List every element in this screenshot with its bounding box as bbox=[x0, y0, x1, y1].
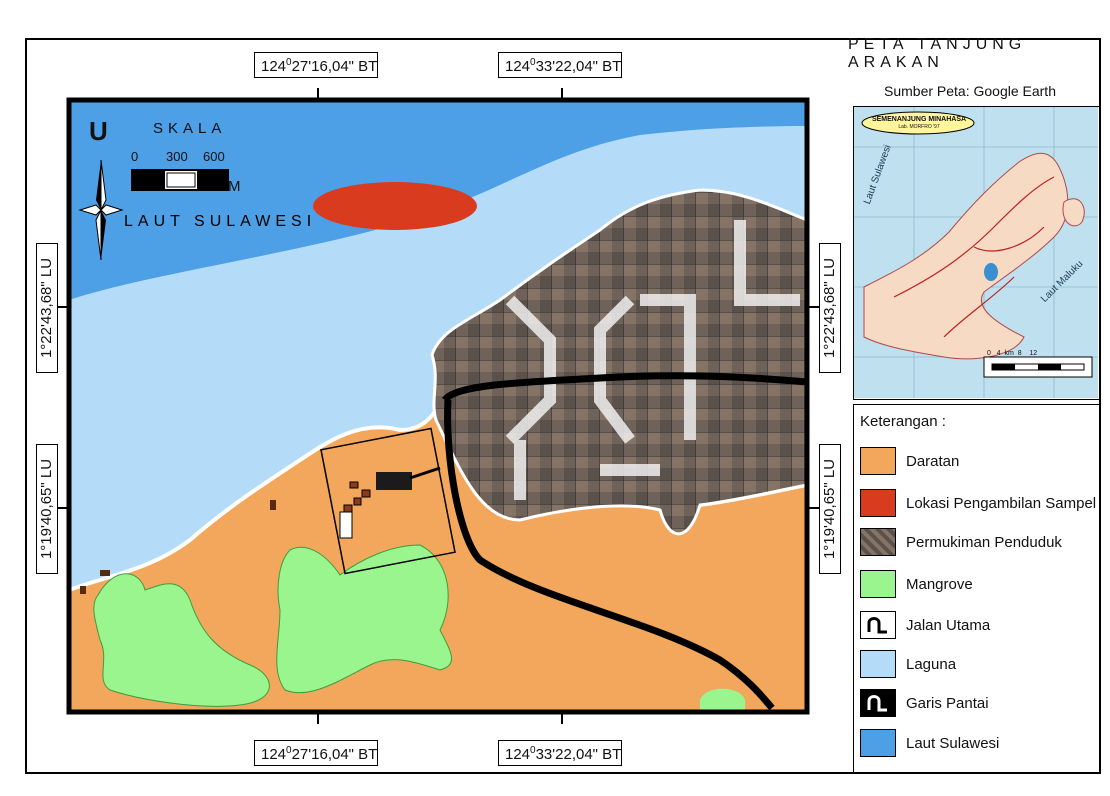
scale-title: SKALA bbox=[153, 120, 227, 137]
legend-item-garis-pantai: Garis Pantai bbox=[860, 687, 989, 719]
legend-label: Mangrove bbox=[906, 575, 973, 593]
village-block bbox=[320, 427, 456, 575]
map-title: PETA TANJUNG ARAKAN bbox=[848, 36, 1027, 71]
legend-label: Daratan bbox=[906, 452, 960, 470]
tick-right-lower bbox=[807, 507, 819, 509]
coord-right-upper: 1°22'43,68" LU bbox=[819, 243, 841, 373]
scale-tick-600: 600 bbox=[203, 149, 225, 164]
legend-swatch-garis-pantai bbox=[860, 689, 896, 717]
tick-top-left bbox=[317, 88, 319, 100]
legend-swatch-permukiman bbox=[860, 528, 896, 556]
tick-bottom-left bbox=[317, 712, 319, 724]
map-source: Sumber Peta: Google Earth bbox=[884, 83, 1056, 99]
main-road bbox=[442, 372, 807, 403]
scale-bar bbox=[131, 169, 229, 191]
legend-swatch-sampel bbox=[860, 489, 896, 517]
tick-left-lower bbox=[57, 507, 69, 509]
coord-top-left: 124027'16,04" BT bbox=[254, 52, 378, 78]
legend-label: Laguna bbox=[906, 655, 957, 673]
legend-item-laguna: Laguna bbox=[860, 648, 956, 680]
legend-item-laut-sulawesi: Laut Sulawesi bbox=[860, 727, 999, 759]
coord-bottom-right: 124033'22,04" BT bbox=[498, 740, 622, 766]
legend-swatch-laguna bbox=[860, 650, 896, 678]
main-road-south bbox=[444, 399, 775, 711]
mangrove-patch-1 bbox=[93, 573, 270, 707]
map-outer-frame bbox=[25, 38, 1101, 774]
inset-scale-text: 0 4 km 8 12 bbox=[987, 350, 1038, 357]
inset-banner-sub: Lab. MORFRO '97 bbox=[898, 124, 940, 130]
tick-top-right bbox=[561, 88, 563, 100]
sea-label: LAUT SULAWESI bbox=[124, 213, 317, 230]
tick-right-upper bbox=[807, 306, 819, 308]
scale-tick-0: 0 bbox=[131, 149, 139, 164]
mangrove-patch-3 bbox=[700, 688, 745, 712]
settlement-highlight bbox=[505, 220, 800, 500]
legend-swatch-jalan bbox=[860, 611, 896, 639]
legend-label: Laut Sulawesi bbox=[906, 734, 1000, 752]
legend-item-permukiman: Permukiman Penduduk bbox=[860, 526, 1062, 558]
coord-right-lower: 1°19'40,65" LU bbox=[819, 444, 841, 574]
coord-left-upper: 1°22'43,68" LU bbox=[36, 243, 58, 373]
legend-swatch-daratan bbox=[860, 447, 896, 475]
legend-label: Jalan Utama bbox=[906, 616, 991, 634]
sample-location bbox=[313, 182, 477, 230]
legend-item-sampel: Lokasi Pengambilan Sampel bbox=[860, 487, 1096, 519]
legend-label: Garis Pantai bbox=[906, 694, 989, 712]
legend-swatch-laut-sulawesi bbox=[860, 729, 896, 757]
coord-left-lower: 1°19'40,65" LU bbox=[36, 444, 58, 574]
legend-title: Keterangan : bbox=[860, 413, 946, 430]
tick-bottom-right bbox=[561, 712, 563, 724]
north-label: U bbox=[89, 116, 108, 146]
legend-label: Lokasi Pengambilan Sampel bbox=[906, 494, 1097, 512]
scale-unit: M bbox=[228, 178, 241, 195]
legend-item-daratan: Daratan bbox=[860, 445, 959, 477]
legend-swatch-mangrove bbox=[860, 570, 896, 598]
north-arrow-icon bbox=[78, 159, 124, 261]
tick-left-upper bbox=[57, 306, 69, 308]
scale-tick-300: 300 bbox=[166, 149, 188, 164]
coord-bottom-left: 124027'16,04" BT bbox=[254, 740, 378, 766]
inset-banner-title: SEMENANJUNG MINAHASA bbox=[871, 116, 967, 123]
inset-map: SEMENANJUNG MINAHASA Lab. MORFRO '97 Lau… bbox=[853, 106, 1100, 400]
legend-label: Permukiman Penduduk bbox=[906, 533, 1062, 551]
legend-item-mangrove: Mangrove bbox=[860, 568, 973, 600]
coord-top-right: 124033'22,04" BT bbox=[498, 52, 622, 78]
mangrove-patch-2 bbox=[276, 544, 452, 694]
legend-item-jalan: Jalan Utama bbox=[860, 609, 990, 641]
map-inner-frame bbox=[66, 97, 810, 715]
legend: Keterangan : Daratan Lokasi Pengambilan … bbox=[853, 404, 1100, 774]
